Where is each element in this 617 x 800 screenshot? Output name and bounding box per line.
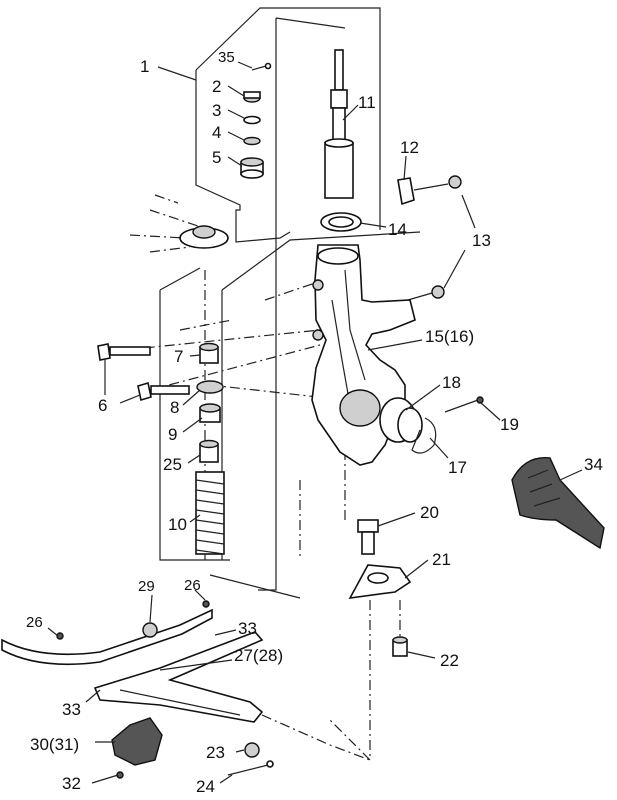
bracket-30 xyxy=(111,717,163,766)
bolt-26-left xyxy=(56,632,64,640)
callout-35: 35 xyxy=(218,49,235,66)
seal-ring-14 xyxy=(320,212,362,232)
callout-4: 4 xyxy=(212,123,221,142)
callout-10: 10 xyxy=(168,515,187,534)
callout-19: 19 xyxy=(500,415,519,434)
mount-cup xyxy=(179,225,229,249)
assembly-outline xyxy=(104,7,421,762)
callout-9: 9 xyxy=(168,425,177,444)
callout-8: 8 xyxy=(170,398,179,417)
strut-shaft-11 xyxy=(324,49,354,199)
fitting-19 xyxy=(444,396,484,413)
leader-lines xyxy=(47,61,583,784)
callout-1: 1 xyxy=(140,57,149,76)
pin-24 xyxy=(227,760,274,776)
snap-ring-17 xyxy=(411,417,437,454)
callout-23: 23 xyxy=(206,743,225,762)
washer-8 xyxy=(196,380,224,394)
callout-15-16: 15(16) xyxy=(425,327,474,346)
bushing-29 xyxy=(142,622,158,638)
callout-20: 20 xyxy=(420,503,439,522)
callout-24: 24 xyxy=(196,777,215,796)
callout-11: 11 xyxy=(358,93,376,112)
callout-26-left: 26 xyxy=(26,614,43,631)
callout-7: 7 xyxy=(174,347,183,366)
nut-13-upper xyxy=(448,175,462,189)
bushing-25 xyxy=(199,439,219,463)
callout-2: 2 xyxy=(212,77,221,96)
bolt-35 xyxy=(251,62,272,71)
callout-18: 18 xyxy=(442,373,461,392)
callout-33-right: 33 xyxy=(238,619,257,638)
bolt-26-right xyxy=(202,600,210,608)
ball-joint-20 xyxy=(357,519,379,555)
callout-13: 13 xyxy=(472,231,491,250)
callout-26-right: 26 xyxy=(184,577,201,594)
callout-17: 17 xyxy=(448,458,467,477)
callout-14: 14 xyxy=(388,220,407,239)
washer-4 xyxy=(243,136,261,146)
nut-23 xyxy=(244,742,260,758)
nut-7 xyxy=(199,342,219,364)
bolt-6-upper xyxy=(97,343,151,361)
control-arm-27 xyxy=(93,631,264,723)
bushing-9 xyxy=(199,403,221,423)
callout-12: 12 xyxy=(400,138,419,157)
callout-5: 5 xyxy=(212,148,221,167)
callout-21: 21 xyxy=(432,550,451,569)
coil-spring-10 xyxy=(195,471,225,555)
callout-30-31: 30(31) xyxy=(30,735,79,754)
nut-13-lower xyxy=(431,285,445,299)
callout-33-left: 33 xyxy=(62,700,81,719)
washer-3 xyxy=(243,115,261,125)
hub-18 xyxy=(379,397,423,443)
stabilizer-bar xyxy=(1,608,213,666)
nut-22 xyxy=(392,636,408,657)
callout-27-28: 27(28) xyxy=(234,646,283,665)
callout-29: 29 xyxy=(138,578,155,595)
nut-2 xyxy=(243,91,261,103)
plate-21 xyxy=(348,564,412,600)
callout-3: 3 xyxy=(212,101,221,120)
callout-25: 25 xyxy=(163,455,182,474)
bolt-6-lower xyxy=(137,381,190,402)
cv-axle-34 xyxy=(511,456,605,550)
callout-6: 6 xyxy=(98,396,107,415)
callout-22: 22 xyxy=(440,651,459,670)
callout-34: 34 xyxy=(584,455,603,474)
callout-32: 32 xyxy=(62,774,81,793)
bushing-5 xyxy=(240,157,264,179)
bolt-32 xyxy=(91,771,124,784)
bracket-12 xyxy=(397,177,449,206)
